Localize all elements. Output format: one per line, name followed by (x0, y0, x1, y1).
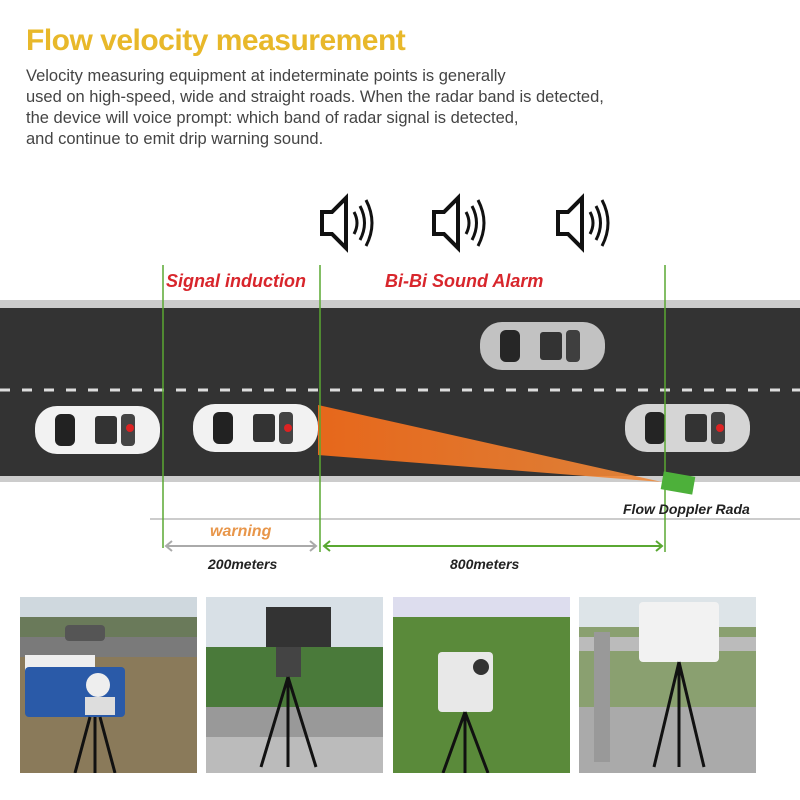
photo-guardrail-radar (579, 597, 756, 773)
photo-roadside-radar (20, 597, 197, 773)
description-line: the device will voice prompt: which band… (26, 109, 519, 127)
car-light (716, 424, 724, 432)
car (625, 404, 750, 452)
signal-induction-label: Signal induction (166, 271, 306, 291)
description-line: Velocity measuring equipment at indeterm… (26, 67, 506, 85)
speaker-icon (320, 196, 374, 250)
radar-label: Flow Doppler Rada (623, 501, 750, 517)
distance-warning-label: 200meters (208, 556, 278, 572)
car (193, 404, 318, 452)
radar-beam (318, 405, 662, 482)
road-edge-bottom (0, 476, 800, 482)
warning-label: warning (210, 523, 272, 540)
description-line: and continue to emit drip warning sound. (26, 130, 324, 148)
page-title: Flow velocity measurement (26, 24, 406, 57)
photo-grass-radar (393, 597, 570, 773)
description-line: used on high-speed, wide and straight ro… (26, 88, 604, 106)
road-edge-top (0, 300, 800, 308)
car-light (126, 424, 134, 432)
photo-tripod-radar (206, 597, 383, 773)
marker-lines (162, 265, 666, 552)
car-light (284, 424, 292, 432)
car (35, 406, 160, 454)
description: Velocity measuring equipment at indeterm… (26, 66, 604, 150)
speaker-icon (556, 196, 610, 250)
distance-detect-label: 800meters (450, 556, 520, 572)
speaker-icon (432, 196, 486, 250)
car (480, 322, 605, 370)
sound-alarm-label: Bi-Bi Sound Alarm (385, 271, 544, 291)
doppler-radar-icon (660, 471, 696, 495)
